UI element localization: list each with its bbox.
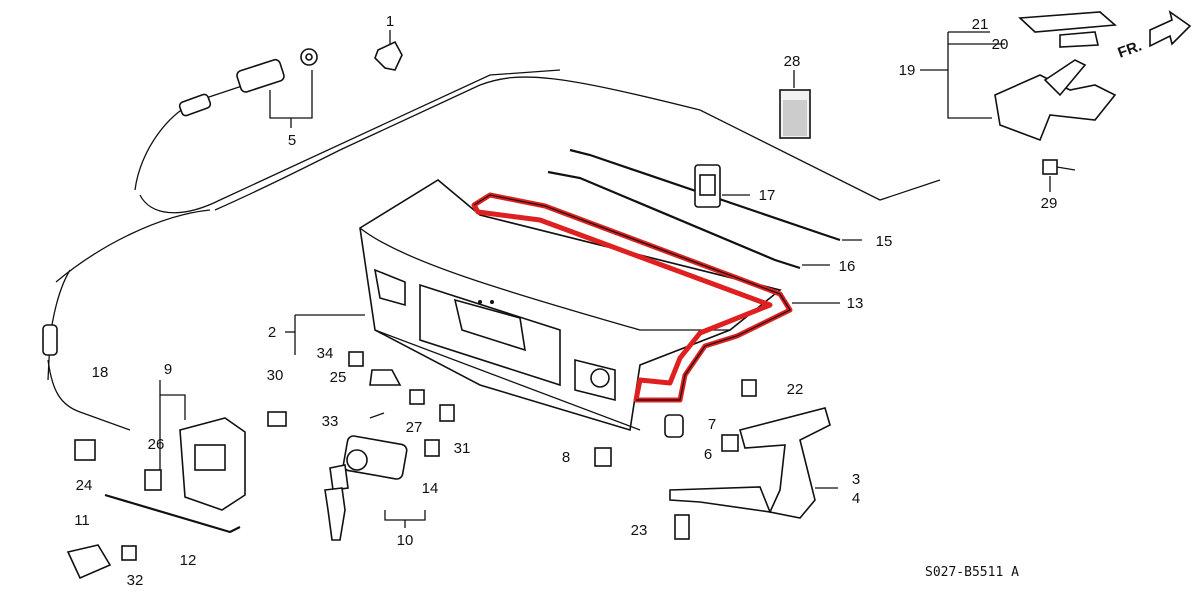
- callout-28: 28: [784, 53, 801, 70]
- callout-3: 3: [852, 471, 860, 488]
- part-9-latch: [159, 380, 246, 511]
- callout-31: 31: [454, 440, 471, 457]
- callout-27: 27: [406, 419, 423, 436]
- callout-23: 23: [631, 522, 648, 539]
- weatherstrip-highlight: [471, 192, 840, 403]
- part-5-cylinder: [236, 48, 318, 128]
- callout-32: 32: [127, 572, 144, 589]
- callout-18: 18: [92, 364, 109, 381]
- release-cable: [42, 69, 941, 431]
- callout-17: 17: [759, 187, 776, 204]
- callout-14: 14: [422, 480, 439, 497]
- diagram-code: S027-B5511 A: [925, 565, 1019, 580]
- callout-7: 7: [708, 416, 716, 433]
- callout-10: 10: [397, 532, 414, 549]
- callout-34: 34: [317, 345, 334, 362]
- callout-33: 33: [322, 413, 339, 430]
- callout-13: 13: [847, 295, 864, 312]
- latch-assembly: [920, 10, 1192, 142]
- callout-4: 4: [852, 490, 860, 507]
- hinge: [669, 407, 838, 519]
- callout-16: 16: [839, 258, 856, 275]
- callout-5: 5: [288, 132, 296, 149]
- part-1-clip: [374, 30, 403, 71]
- callout-9: 9: [164, 361, 172, 378]
- callout-19: 19: [899, 62, 916, 79]
- front-direction-label: FR.: [1116, 38, 1145, 62]
- part-28-pad: [779, 70, 811, 139]
- callout-21: 21: [972, 16, 989, 33]
- callout-15: 15: [876, 233, 893, 250]
- part-29-bolt: [1042, 159, 1076, 192]
- callout-24: 24: [76, 477, 93, 494]
- trunk-lid: [285, 179, 782, 432]
- callout-12: 12: [180, 552, 197, 569]
- callout-2: 2: [268, 324, 276, 341]
- lock-cylinder: [324, 435, 426, 541]
- callout-1: 1: [386, 13, 394, 30]
- callout-22: 22: [787, 381, 804, 398]
- part-17-bracket: [694, 164, 750, 208]
- callout-6: 6: [704, 446, 712, 463]
- callout-20: 20: [992, 36, 1009, 53]
- small-fasteners: [66, 351, 757, 580]
- callout-26: 26: [148, 436, 165, 453]
- callout-11: 11: [74, 512, 90, 529]
- callout-30: 30: [267, 367, 284, 384]
- callout-25: 25: [330, 369, 347, 386]
- callouts: 1 2 3 4 5 6 7 8 9 10 11 12 13 14 15 16 1…: [74, 13, 1144, 589]
- callout-8: 8: [562, 449, 570, 466]
- callout-29: 29: [1041, 195, 1058, 212]
